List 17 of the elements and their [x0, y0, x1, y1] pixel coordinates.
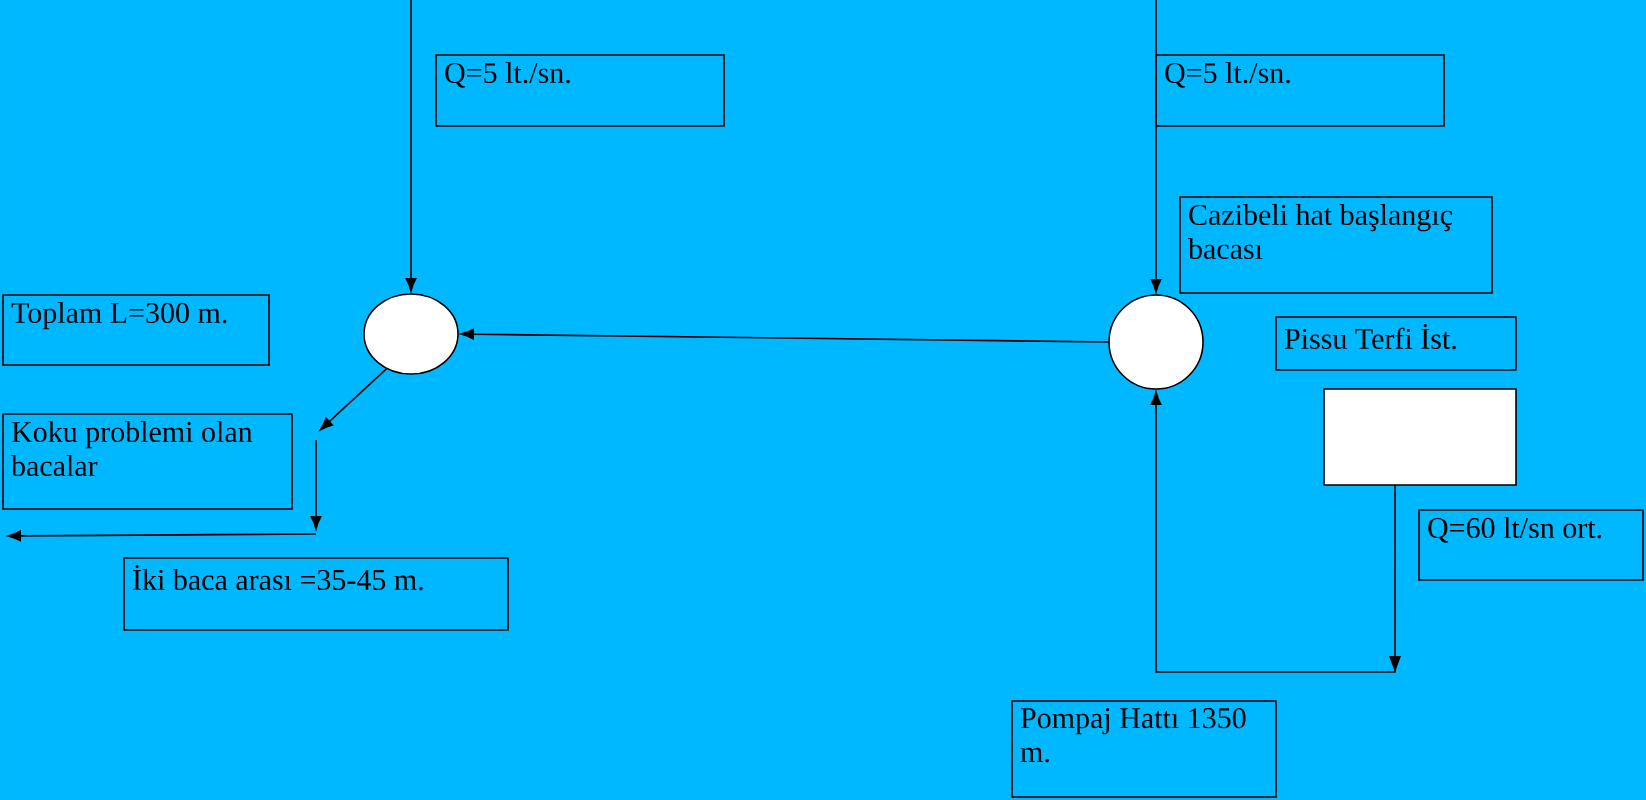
manhole-circle: [363, 293, 459, 375]
station-box: [1323, 388, 1517, 486]
manhole-circle: [1108, 294, 1204, 390]
manhole-label-box: Cazibeli hat başlangıç bacası: [1179, 196, 1493, 294]
arrow: [319, 367, 388, 431]
arrow: [1150, 0, 1162, 293]
flow-rate-box: Q=60 lt/sn ort.: [1418, 509, 1644, 581]
flow-rate-box: Q=5 lt./sn.: [435, 54, 725, 127]
length-box: Toplam L=300 m.: [2, 294, 270, 366]
arrow: [1150, 391, 1401, 673]
pipeline-label-box: Pompaj Hattı 1350 m.: [1011, 700, 1277, 798]
station-label-box: Pissu Terfi İst.: [1275, 316, 1517, 371]
flow-rate-box: Q=5 lt./sn.: [1155, 54, 1445, 127]
spacing-box: İki baca arası =35-45 m.: [123, 557, 509, 631]
arrow: [460, 328, 1110, 343]
manhole-label-box: Koku problemi olan bacalar: [2, 413, 293, 510]
arrow: [405, 0, 417, 292]
